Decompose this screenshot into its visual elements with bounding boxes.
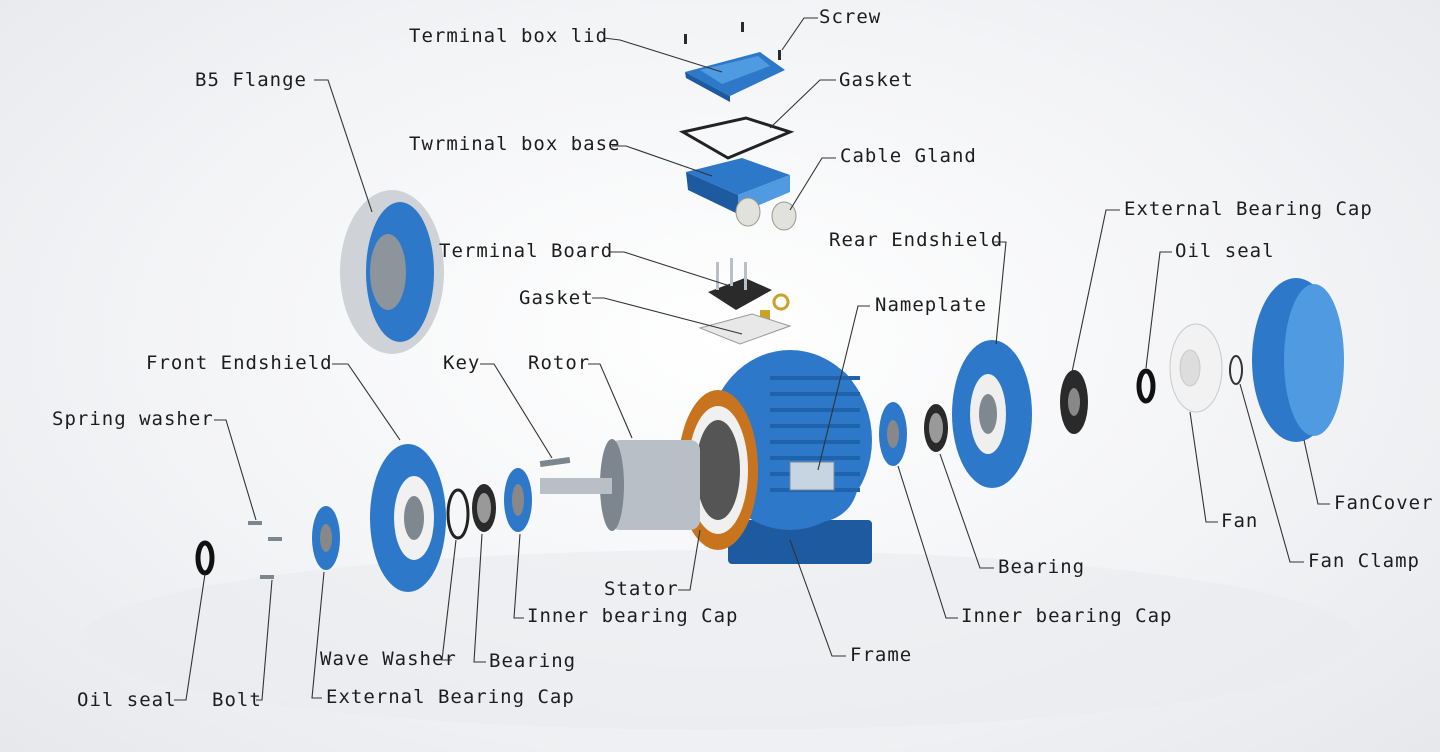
external-bearing-cap-right-part [1060, 370, 1088, 434]
label-key: Key [443, 352, 481, 374]
inner-bearing-cap-right-part [879, 402, 907, 466]
label-bearing-left: Bearing [489, 650, 577, 672]
floor-reflection [80, 550, 1360, 730]
label-screw: Screw [819, 6, 882, 28]
label-cable-gland: Cable Gland [840, 145, 977, 167]
label-terminal-board: Terminal Board [439, 240, 614, 262]
key-part [539, 456, 571, 468]
gasket-top-part [678, 116, 795, 160]
screw-parts [684, 22, 781, 60]
wave-washer-part [446, 488, 470, 540]
label-external-bearing-cap-right: External Bearing Cap [1124, 198, 1373, 220]
bearing-left-part [472, 484, 496, 532]
inner-bearing-cap-left-part [504, 468, 532, 532]
label-gasket-mid: Gasket [519, 287, 594, 309]
front-endshield-part [370, 444, 446, 592]
label-external-bearing-cap-left: External Bearing Cap [326, 686, 575, 708]
cable-gland-part [735, 197, 797, 231]
label-nameplate: Nameplate [875, 294, 987, 316]
label-bolt: Bolt [212, 689, 262, 711]
label-fan: Fan [1221, 510, 1259, 532]
leader-lines [174, 17, 1330, 701]
rear-endshield-part [952, 340, 1032, 488]
label-terminal-box-base: Twrminal box base [409, 133, 621, 155]
nameplate-part [789, 461, 835, 491]
label-bearing-right: Bearing [998, 556, 1086, 578]
label-spring-washer: Spring washer [52, 408, 214, 430]
rotor-part [540, 439, 700, 531]
label-fan-clamp: Fan Clamp [1308, 550, 1420, 572]
label-gasket-top: Gasket [839, 69, 914, 91]
oil-seal-left-part [195, 540, 215, 576]
label-inner-bearing-cap-left: Inner bearing Cap [527, 605, 739, 627]
terminal-board-part [708, 258, 790, 322]
fan-clamp-part [1229, 355, 1243, 385]
label-rear-endshield: Rear Endshield [829, 229, 1004, 251]
terminal-box-lid-part [685, 52, 785, 102]
fan-part [1169, 323, 1223, 413]
oil-seal-right-part [1136, 368, 1156, 404]
label-front-endshield: Front Endshield [146, 352, 333, 374]
label-stator: Stator [604, 578, 679, 600]
label-fan-cover: FanCover [1334, 492, 1434, 514]
bearing-right-part [924, 404, 948, 452]
b5-flange-part [340, 190, 444, 354]
fan-cover-part [1252, 278, 1344, 442]
label-oil-seal-right: Oil seal [1175, 240, 1275, 262]
label-oil-seal-left: Oil seal [77, 689, 177, 711]
bolt-parts [248, 521, 282, 579]
label-rotor: Rotor [528, 352, 591, 374]
label-wave-washer: Wave Washer [320, 648, 457, 670]
label-b5-flange: B5 Flange [195, 69, 307, 91]
label-inner-bearing-cap-right: Inner bearing Cap [961, 605, 1173, 627]
gasket-mid-part [698, 313, 792, 345]
label-terminal-box-lid: Terminal box lid [409, 25, 609, 47]
label-frame: Frame [850, 644, 913, 666]
external-bearing-cap-left-part [312, 506, 340, 570]
